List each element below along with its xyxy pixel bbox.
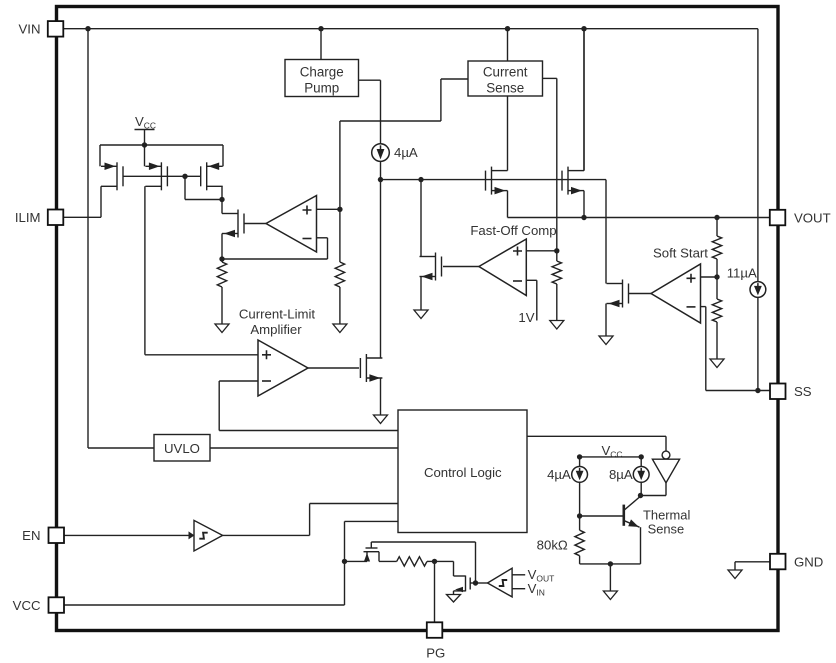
svg-text:Current-Limit: Current-Limit <box>239 307 316 322</box>
svg-text:4µA: 4µA <box>394 145 418 160</box>
svg-text:4µA: 4µA <box>547 467 571 482</box>
svg-text:Control Logic: Control Logic <box>424 465 502 480</box>
svg-text:EN: EN <box>22 528 40 543</box>
svg-text:PG: PG <box>426 646 445 661</box>
svg-text:VIN: VIN <box>19 22 41 37</box>
svg-text:VOUT: VOUT <box>794 211 831 226</box>
svg-text:Current: Current <box>483 65 528 80</box>
svg-text:80kΩ: 80kΩ <box>537 538 568 553</box>
svg-text:1V: 1V <box>518 310 534 325</box>
svg-text:Fast-Off Comp: Fast-Off Comp <box>470 223 556 238</box>
svg-text:SS: SS <box>794 384 812 399</box>
svg-text:UVLO: UVLO <box>164 441 200 456</box>
svg-text:Sense: Sense <box>486 81 524 96</box>
svg-text:Thermal: Thermal <box>643 508 690 523</box>
svg-text:Pump: Pump <box>304 81 339 96</box>
svg-text:Charge: Charge <box>300 65 344 80</box>
svg-text:11µA: 11µA <box>727 266 757 281</box>
svg-text:Sense: Sense <box>648 522 685 537</box>
svg-text:GND: GND <box>794 555 823 570</box>
svg-text:Amplifier: Amplifier <box>250 322 302 337</box>
svg-text:ILIM: ILIM <box>15 210 41 225</box>
svg-text:Soft Start: Soft Start <box>653 246 708 261</box>
svg-text:VCC: VCC <box>13 598 41 613</box>
svg-text:8µA: 8µA <box>609 467 633 482</box>
